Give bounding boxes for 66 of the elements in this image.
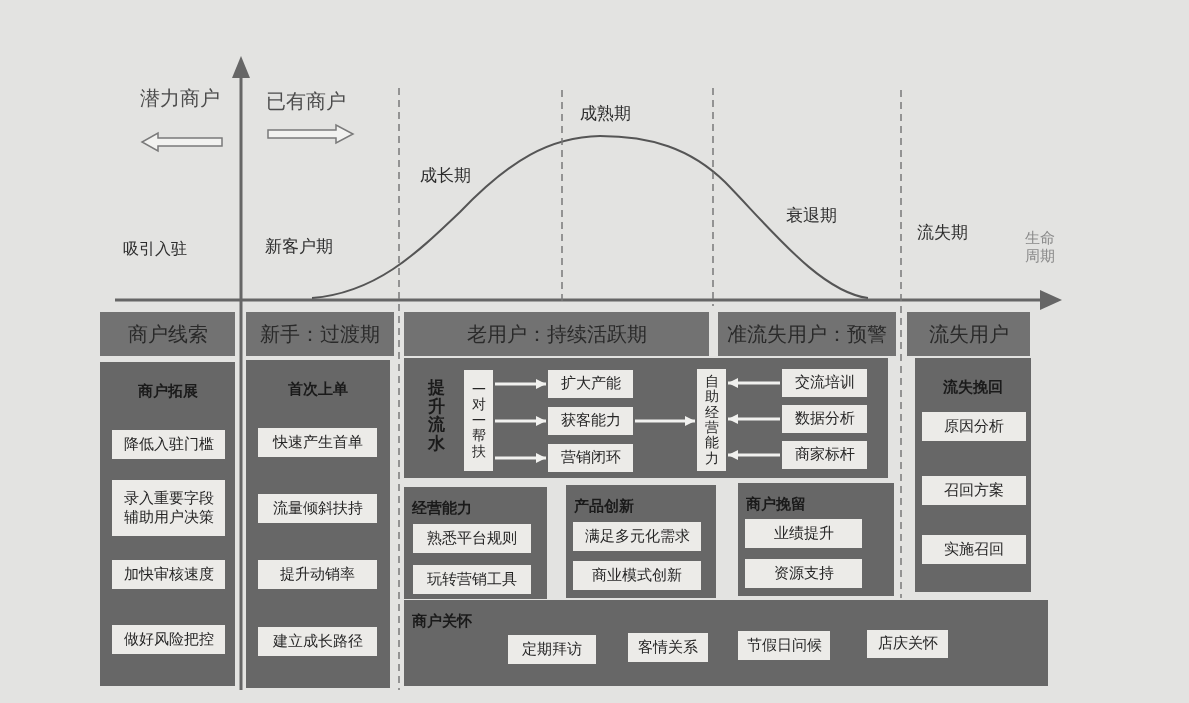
panel-heading: 商户关怀 bbox=[412, 612, 472, 630]
task-box: 定期拜访 bbox=[508, 635, 596, 664]
stage-header-bar: 流失用户 bbox=[907, 312, 1030, 356]
stage-label: 衰退期 bbox=[786, 205, 837, 226]
task-box: 商业模式创新 bbox=[573, 561, 701, 590]
stage-header-bar: 准流失用户：预警 bbox=[718, 312, 896, 356]
task-box: 提升动销率 bbox=[258, 560, 377, 589]
arrow bbox=[635, 416, 695, 426]
stage-label: 成长期 bbox=[420, 165, 471, 186]
group-panel bbox=[915, 358, 1031, 592]
stage-label: 新客户期 bbox=[265, 236, 333, 257]
task-box: 满足多元化需求 bbox=[573, 522, 701, 551]
task-box: 快速产生首单 bbox=[258, 428, 377, 457]
panel-heading: 提升流水 bbox=[428, 378, 445, 453]
group-panel bbox=[404, 487, 547, 599]
task-box: 建立成长路径 bbox=[258, 627, 377, 656]
stage-header-bar: 老用户：持续活跃期 bbox=[404, 312, 709, 356]
arrow bbox=[495, 416, 546, 426]
task-box: 扩大产能 bbox=[548, 370, 633, 398]
axis-label: 生命周期 bbox=[1025, 229, 1055, 265]
panel-heading: 经营能力 bbox=[412, 499, 472, 517]
task-box: 降低入驻门槛 bbox=[112, 430, 225, 459]
task-box: 资源支持 bbox=[745, 559, 862, 588]
stage-label: 流失期 bbox=[917, 222, 968, 243]
arrow bbox=[495, 379, 546, 389]
task-box: 加快审核速度 bbox=[112, 560, 225, 589]
stage-header-bar: 新手：过渡期 bbox=[246, 312, 394, 356]
arrow bbox=[728, 378, 780, 388]
task-box: 客情关系 bbox=[628, 633, 708, 662]
group-panel bbox=[566, 485, 716, 598]
group-panel bbox=[404, 600, 1048, 686]
task-box: 玩转营销工具 bbox=[413, 565, 531, 594]
panel-heading: 首次上单 bbox=[288, 380, 348, 398]
segment-label: 潜力商户 bbox=[140, 86, 220, 110]
arrow bbox=[728, 450, 780, 460]
panel-heading: 产品创新 bbox=[574, 497, 634, 515]
task-box: 节假日问候 bbox=[738, 631, 830, 660]
panel-heading: 商户挽留 bbox=[746, 495, 806, 513]
stage-header-bar: 商户线索 bbox=[100, 312, 235, 356]
panel-heading: 商户拓展 bbox=[137, 382, 198, 400]
task-box: 交流培训 bbox=[782, 369, 867, 397]
task-box: 获客能力 bbox=[548, 407, 633, 435]
stage-label: 成熟期 bbox=[580, 103, 631, 124]
group-panel bbox=[100, 362, 235, 686]
segment-label: 已有商户 bbox=[266, 89, 346, 113]
arrow bbox=[495, 453, 546, 463]
task-box: 业绩提升 bbox=[745, 519, 862, 548]
task-box: 营销闭环 bbox=[548, 444, 633, 472]
task-box: 熟悉平台规则 bbox=[413, 524, 531, 553]
task-box: 商家标杆 bbox=[782, 441, 867, 469]
task-box: 数据分析 bbox=[782, 405, 867, 433]
task-box: 一对一帮扶 bbox=[464, 370, 493, 471]
task-box: 录入重要字段辅助用户决策 bbox=[112, 480, 225, 536]
task-box: 原因分析 bbox=[922, 412, 1026, 441]
task-box: 做好风险把控 bbox=[112, 625, 225, 654]
group-panel bbox=[404, 358, 888, 478]
group-panel bbox=[246, 360, 390, 688]
task-box: 流量倾斜扶持 bbox=[258, 494, 377, 523]
group-panel bbox=[738, 483, 894, 596]
task-box: 自助经营能力 bbox=[697, 369, 726, 471]
task-box: 店庆关怀 bbox=[867, 630, 948, 658]
task-box: 召回方案 bbox=[922, 476, 1026, 505]
arrow bbox=[728, 414, 780, 424]
panel-heading: 流失挽回 bbox=[943, 378, 1003, 396]
stage-label: 吸引入驻 bbox=[123, 239, 187, 259]
task-box: 实施召回 bbox=[922, 535, 1026, 564]
